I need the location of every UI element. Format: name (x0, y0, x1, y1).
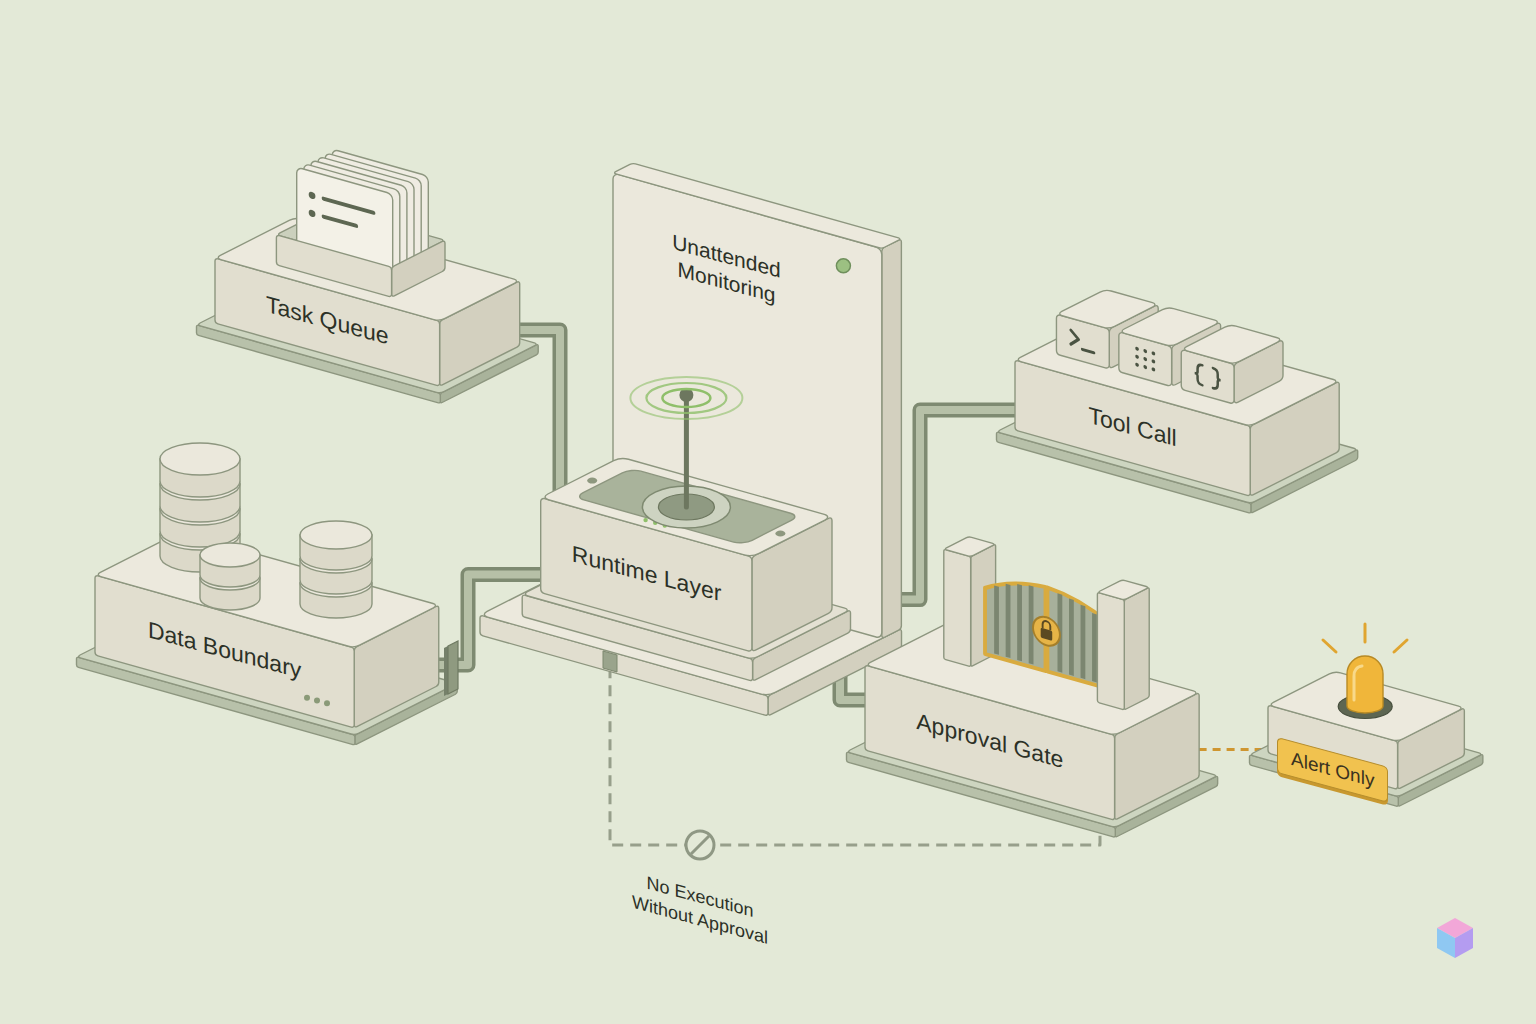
grid-icon (1135, 346, 1139, 351)
runtime-art (587, 478, 597, 484)
braces-icon (1195, 363, 1221, 390)
terminal-icon (1071, 330, 1079, 346)
approval-gate-block: Approval Gate (865, 665, 1115, 817)
prohibition-symbol (686, 831, 714, 859)
prohibition-symbol (686, 831, 714, 859)
approval-gate-art (1097, 592, 1124, 710)
terminal-icon (1082, 349, 1094, 352)
data-boundary-art (314, 698, 320, 704)
grid-icon (1143, 357, 1147, 362)
node-label: Unattended Monitoring (639, 220, 814, 319)
gate-doors (994, 586, 999, 654)
watermark-logo (1437, 928, 1455, 958)
gate-doors (1033, 613, 1060, 649)
watermark-logo (1437, 918, 1473, 958)
monitoring-panel-art (613, 163, 901, 249)
runtime-art (775, 531, 785, 537)
data-boundary-art (95, 532, 439, 648)
grid-icon (1135, 354, 1139, 359)
grid-icon (1143, 349, 1147, 354)
gate-doors (1080, 605, 1085, 678)
gate-doors (985, 570, 1108, 689)
gate-doors (1041, 628, 1053, 641)
tool-call-block: Tool Call (1015, 360, 1250, 493)
database-stack (160, 443, 372, 618)
approval-gate-art (944, 549, 971, 667)
alert-light-art (1364, 624, 1367, 642)
approval-gate-art (847, 537, 1218, 838)
database-stack (160, 443, 240, 475)
gate-doors (1092, 614, 1097, 682)
runtime-art (646, 383, 726, 413)
gate-doors (997, 576, 1095, 682)
runtime-art (522, 377, 850, 681)
boundary-barrier (448, 641, 458, 694)
boundary-barrier (444, 641, 458, 696)
data-boundary-block: Data Boundary (95, 575, 354, 724)
runtime-platform (603, 651, 617, 672)
tool-call-art (1181, 325, 1283, 365)
data-boundary-art (77, 532, 458, 745)
approval-gate-art (1097, 580, 1149, 600)
braces-icon (1195, 363, 1203, 385)
monitoring-panel-art (882, 239, 902, 639)
node-label: Approval Gate (916, 708, 1063, 774)
runtime-art (643, 518, 647, 522)
alert-light-art (1354, 666, 1362, 700)
runtime-art (662, 389, 710, 407)
card-lines (324, 199, 374, 213)
gate-doors (1069, 599, 1074, 675)
alert-light-art (1347, 656, 1383, 713)
prohibition-symbol (691, 836, 709, 854)
tool-call-art (997, 289, 1358, 513)
gate-doors (1017, 585, 1022, 661)
grid-icon (1143, 365, 1147, 370)
edge-label: No Execution Without Approval (615, 861, 785, 956)
braces-icon (1213, 368, 1221, 390)
alert-light-art (1394, 640, 1407, 652)
grid-icon (1135, 346, 1155, 371)
card-lines (324, 217, 357, 226)
node-label: Tool Call (1088, 401, 1176, 452)
node-label: Runtime Layer (571, 540, 721, 607)
card-tray (392, 240, 445, 297)
node-label: Data Boundary (148, 616, 301, 684)
node-label: Alert Only (1291, 748, 1374, 792)
grid-icon (1152, 367, 1156, 372)
card-lines (309, 191, 374, 234)
terminal-icon (1071, 330, 1094, 352)
task-queue-block: Task Queue (215, 258, 440, 383)
alert-light-art (1323, 640, 1336, 652)
alert-tag: Alert Only (1277, 737, 1388, 803)
card-lines (309, 191, 316, 200)
data-boundary-art (304, 695, 310, 701)
database-stack (300, 521, 372, 549)
grid-icon (1135, 362, 1139, 367)
monitoring-panel-art (836, 259, 850, 273)
grid-icon (1152, 359, 1156, 364)
data-boundary-art (324, 700, 330, 706)
grid-icon (1152, 351, 1156, 356)
runtime-art (630, 377, 742, 419)
watermark-logo (1455, 928, 1473, 958)
monitoring-panel: Unattended Monitoring (613, 173, 882, 395)
database-stack (200, 543, 260, 567)
alert-light-art (1250, 624, 1483, 807)
approval-gate-art (944, 537, 996, 557)
alert-light-art (1323, 624, 1407, 652)
runtime-layer-block: Runtime Layer (541, 498, 752, 650)
card-tray (276, 149, 445, 297)
card-tray (276, 235, 391, 297)
card-lines (309, 209, 316, 218)
approval-gate-art (1124, 587, 1149, 710)
node-label: Task Queue (266, 291, 389, 351)
runtime-art (684, 398, 689, 507)
gate-doors (1006, 584, 1011, 657)
